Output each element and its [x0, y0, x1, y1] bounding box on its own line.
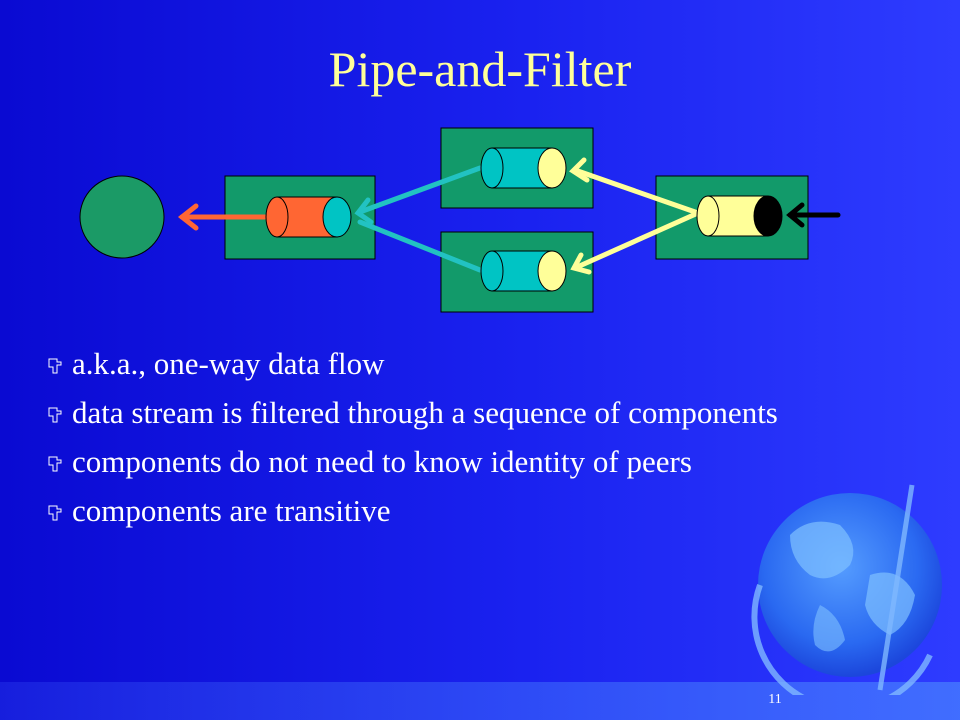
bullet-text: components are transitive [72, 493, 391, 528]
bullet-text: a.k.a., one-way data flow [72, 346, 385, 381]
pointing-hand-icon [48, 407, 62, 423]
pipe-orange [265, 196, 352, 238]
bullet-item: components are transitive [48, 493, 868, 529]
pointing-hand-icon [48, 358, 62, 374]
arrow-teal-bottom-to-left [357, 219, 483, 273]
globe-icon [751, 484, 942, 695]
pointing-hand-icon [48, 505, 62, 521]
bullet-item: data stream is filtered through a sequen… [48, 395, 868, 431]
bottom-band [0, 682, 960, 720]
slide-title: Pipe-and-Filter [328, 41, 632, 97]
arrow-yellow-to-bottom [570, 210, 701, 275]
pointing-hand-icon [48, 456, 62, 472]
bullet-text: components do not need to know identity … [72, 444, 692, 479]
page-number: 11 [768, 692, 782, 707]
arrow-yellow-to-top [569, 157, 701, 216]
pipe-and-filter-diagram [79, 127, 841, 313]
bullet-item: components do not need to know identity … [48, 444, 868, 480]
bullet-item: a.k.a., one-way data flow [48, 346, 868, 382]
pipe-yellow [696, 195, 783, 237]
arrow-orange-to-sink [177, 203, 268, 231]
arrow-black-input [786, 202, 841, 228]
bullet-list: a.k.a., one-way data flow data stream is… [48, 346, 868, 542]
bullet-text: data stream is filtered through a sequen… [72, 395, 778, 430]
sink-ellipse [79, 175, 165, 259]
pipe-teal-bottom [480, 250, 567, 292]
pipe-teal-top [480, 147, 567, 189]
arrow-teal-top-to-left [354, 165, 483, 225]
